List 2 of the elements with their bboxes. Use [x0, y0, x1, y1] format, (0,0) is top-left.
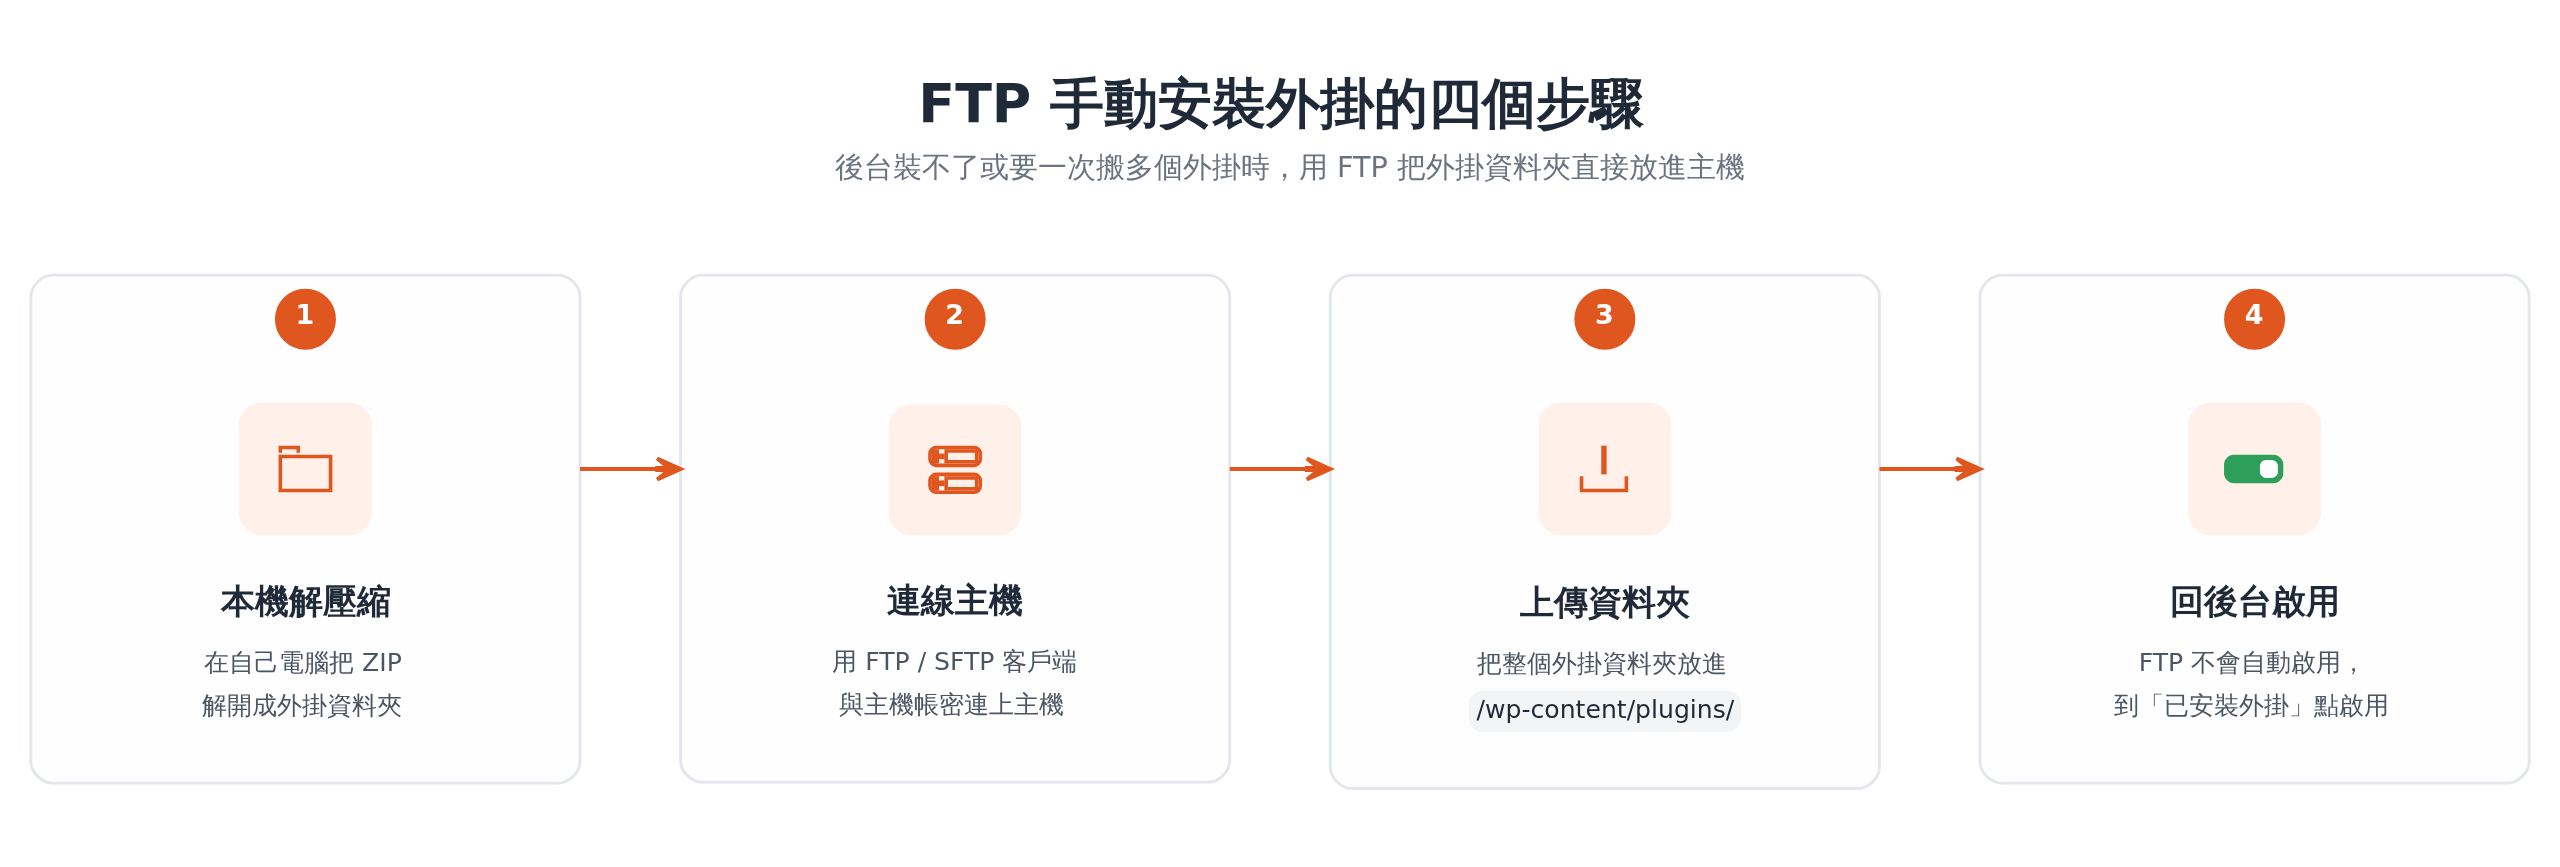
diagram-title: FTP 手動安裝外掛的四個步驟 — [918, 71, 1645, 135]
caption: 後台裝不了或要一次搬多個外掛時，用 FTP 把外掛資料夾直接放進主機 — [834, 149, 1746, 184]
